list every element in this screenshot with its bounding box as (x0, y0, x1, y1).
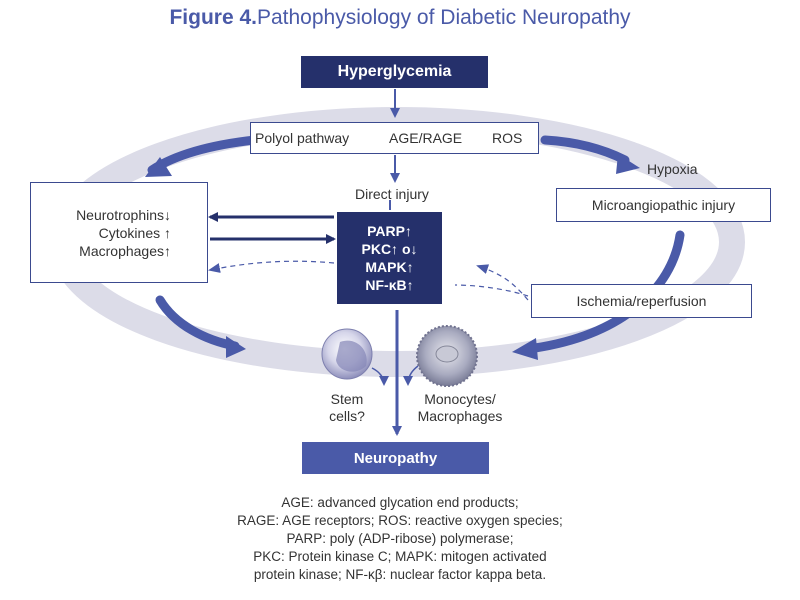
ros-label: ROS (492, 130, 523, 146)
footnote: AGE: advanced glycation end products; RA… (237, 495, 563, 582)
monocytes-label: Monocytes/ Macrophages (417, 391, 503, 424)
neuropathy-box: Neuropathy (302, 442, 489, 474)
pkc-label: PKC↑ o↓ (361, 241, 418, 257)
microangiopathic-box: Microangiopathic injury (556, 188, 771, 222)
age-rage-label: AGE/RAGE (389, 130, 463, 146)
macrophages-label: Macrophages↑ (79, 242, 171, 259)
dashed-line-upper (454, 284, 529, 297)
hypoxia-label: Hypoxia (647, 161, 698, 177)
pathway-box: Polyol pathway AGE/RAGE ROS (250, 122, 539, 154)
dashed-arrow-to-center (476, 264, 529, 301)
hyperglycemia-box: Hyperglycemia (301, 56, 488, 88)
stem-cell-illustration (321, 328, 373, 380)
dashed-arrow-to-left (208, 260, 335, 273)
nfkb-label: NF-κB↑ (365, 277, 414, 293)
neurotrophins-label: Neurotrophins↓ (76, 206, 171, 223)
parp-label: PARP↑ (367, 223, 412, 239)
figure-title: Figure 4.Pathophysiology of Diabetic Neu… (169, 6, 631, 29)
cytokines-label: Cytokines ↑ (98, 224, 171, 241)
stem-cell-arrow (371, 367, 389, 386)
ischemia-box: Ischemia/reperfusion (531, 284, 752, 318)
neurotrophins-box: Neurotrophins↓ Cytokines ↑ Macrophages↑ (30, 182, 208, 283)
polyol-pathway-label: Polyol pathway (255, 130, 350, 146)
stem-cells-label: Stem cells? (329, 391, 365, 424)
monocyte-illustration (416, 325, 478, 387)
signaling-box: PARP↑ PKC↑ o↓ MAPK↑ NF-κB↑ (337, 212, 442, 304)
mapk-label: MAPK↑ (365, 259, 414, 275)
direct-injury-label: Direct injury (355, 186, 429, 202)
monocyte-arrow (403, 365, 419, 386)
